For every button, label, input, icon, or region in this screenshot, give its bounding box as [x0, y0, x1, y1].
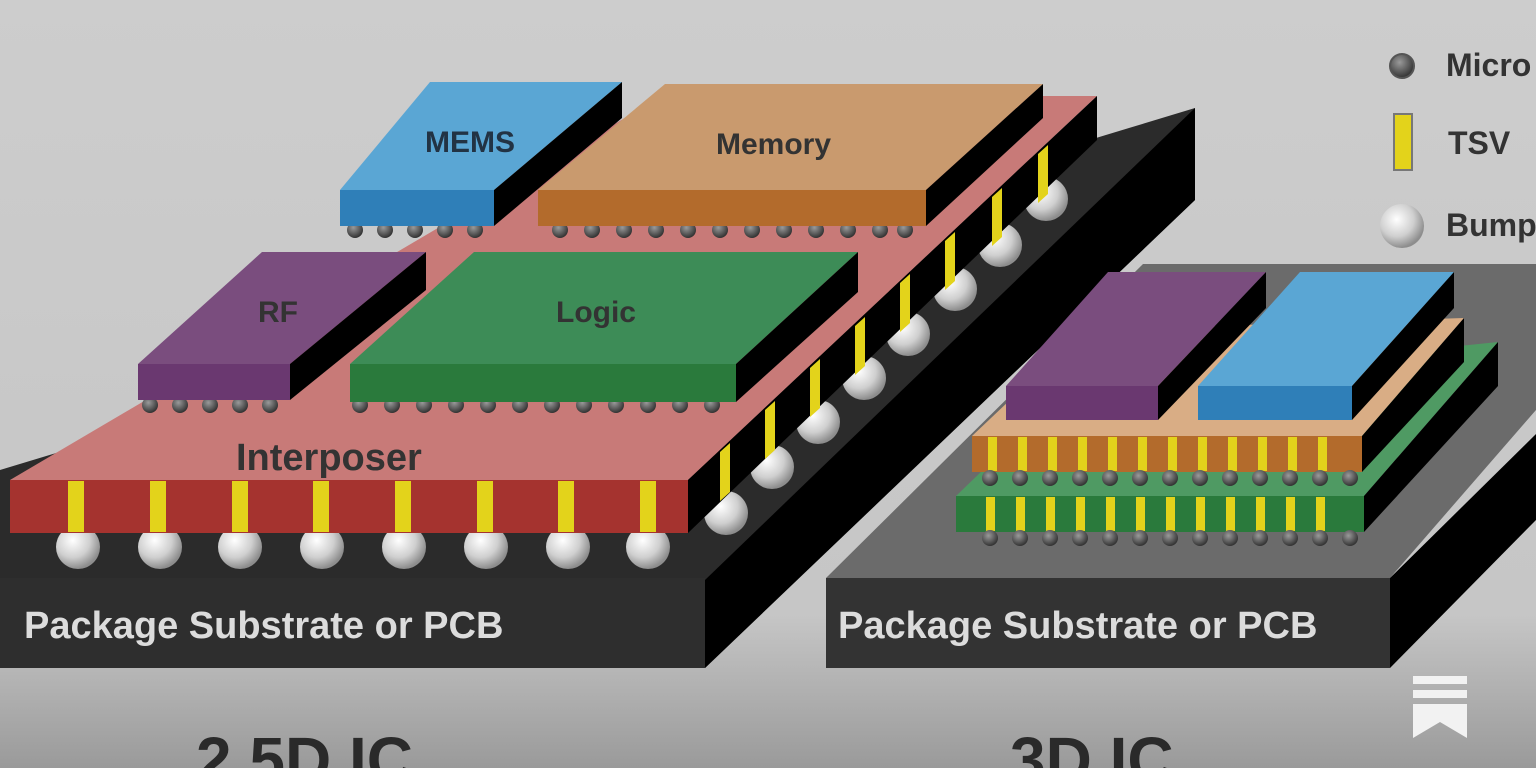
left-substrate-label: Package Substrate or PCB — [24, 605, 503, 647]
memory-label: Memory — [716, 128, 831, 161]
right-substrate-label: Package Substrate or PCB — [838, 605, 1317, 647]
tsv-icon — [1393, 113, 1413, 171]
legend: Micro TSV Bump — [1380, 47, 1536, 248]
logic-label: Logic — [556, 296, 636, 329]
logic-chip: Logic — [350, 252, 858, 402]
right-caption: 3D IC — [1010, 724, 1174, 768]
left-caption: 2.5D IC — [196, 724, 413, 768]
legend-micro-bump-label: Micro — [1446, 47, 1531, 83]
interposer-tsv-side — [720, 145, 1048, 501]
rf-label: RF — [258, 296, 298, 329]
rf-chip: RF — [138, 252, 426, 400]
legend-bump-label: Bump — [1446, 207, 1536, 243]
bump-row-front — [56, 525, 670, 569]
mems-chip: MEMS — [340, 82, 622, 226]
mems-label: MEMS — [425, 126, 515, 159]
stack-die-top-purple — [1006, 272, 1266, 420]
interposer-tsv-front — [68, 481, 656, 532]
legend-tsv-label: TSV — [1448, 125, 1511, 161]
stack-die-top-blue — [1198, 272, 1454, 420]
bump-icon — [1380, 204, 1424, 248]
micro-bump-icon — [1389, 53, 1415, 79]
memory-chip: Memory — [538, 84, 1043, 226]
interposer-label: Interposer — [236, 437, 422, 479]
bookmark-icon[interactable] — [1413, 676, 1467, 738]
